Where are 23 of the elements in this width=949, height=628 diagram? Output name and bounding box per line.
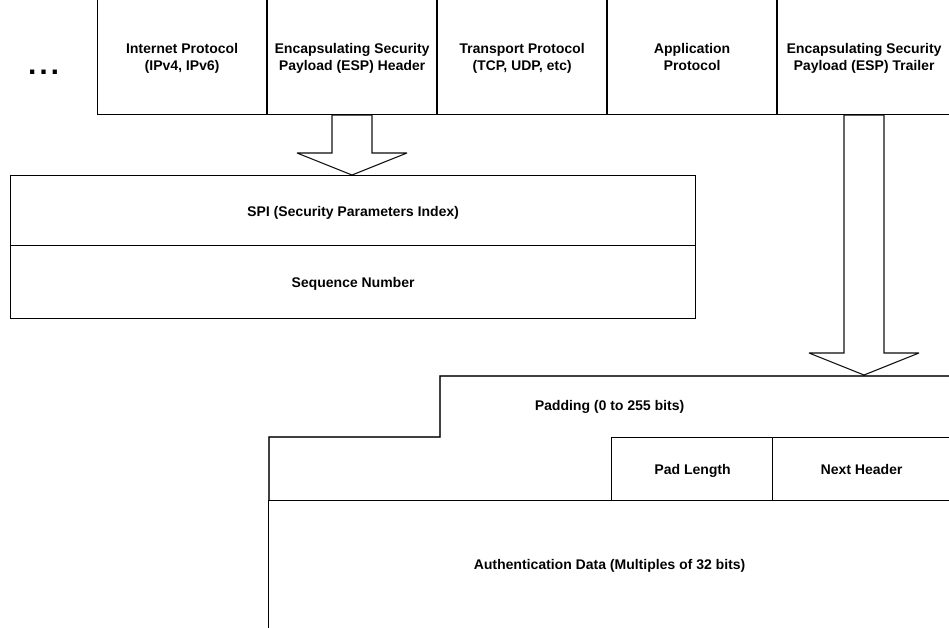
field-label: Internet Protocol (IPv4, IPv6) [124,40,239,73]
field-box [10,245,696,319]
field-label: Application Protocol [652,40,732,73]
ellipsis-mark: ... [28,50,62,80]
field-label: Encapsulating Security Payload (ESP) Trailer [786,40,942,73]
field-box [777,0,949,115]
field-label: Encapsulating Security Payload (ESP) Header [274,40,430,73]
field-box [267,0,437,115]
field-label: Sequence Number [292,274,414,290]
block-arrow [808,114,920,376]
field-box [10,175,696,247]
block-arrow [296,114,408,176]
field-box [772,437,949,502]
field-box [268,500,949,628]
field-box [97,0,267,115]
field-label: Pad Length [654,461,731,478]
field-label: SPI (Security Parameters Index) [247,202,459,220]
field-box [607,0,777,115]
field-label: Padding (0 to 255 bits) [534,397,684,414]
field-box [437,0,607,115]
field-label: Authentication Data (Multiples of 32 bits) [474,556,746,572]
field-label: Transport Protocol (TCP, UDP, etc) [458,40,586,73]
field-label: Next Header [820,461,902,478]
